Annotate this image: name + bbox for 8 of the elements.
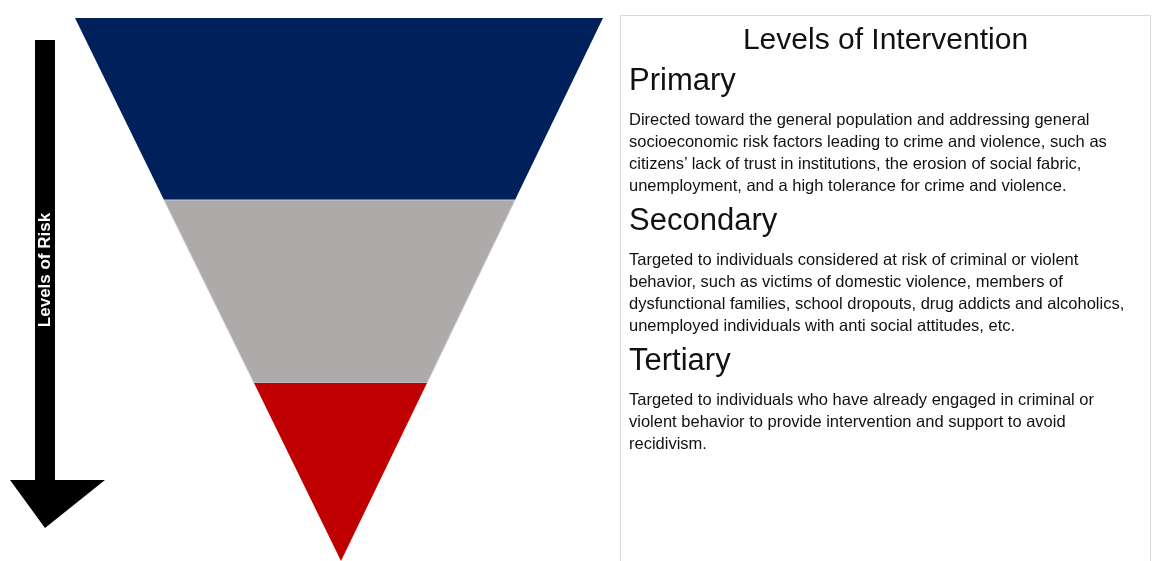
level-description: Targeted to individuals considered at risk of criminal or violent behavior, such as victims of domestic violence, members of dysfunctional families, school dropouts, drug addicts and alcoholics, unemployed individuals with anti social attitudes, etc. (629, 249, 1126, 336)
level-description: Directed toward the general population and addressing general socioeconomic risk factors leading to crime and violence, such as citizens’ lack of trust in institutions, the erosion of social fabric, unemployment, and a high tolerance for crime and violence. (629, 109, 1108, 196)
panel-title: Levels of Intervention (741, 22, 1030, 56)
axis-label: Levels of Risk (35, 212, 55, 328)
level-heading: Secondary (629, 202, 779, 238)
level-description: Targeted to individuals who have already engaged in criminal or violent behavior to provide intervention and support to avoid recidivism. (629, 389, 1096, 454)
level-heading: Primary (629, 62, 737, 98)
level-heading: Tertiary (629, 342, 732, 378)
